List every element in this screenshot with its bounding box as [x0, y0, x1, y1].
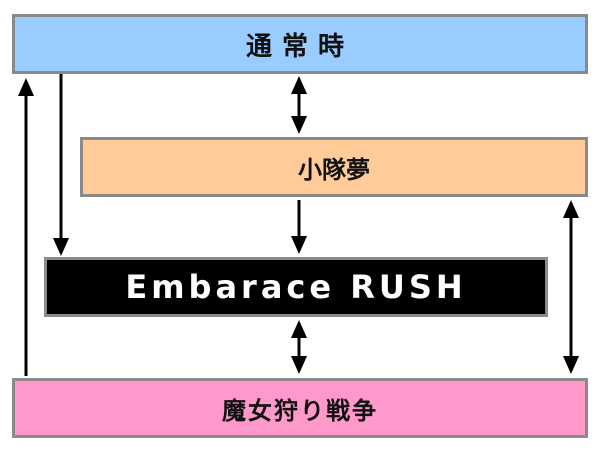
embrace-rush-box: Embarace RUSH — [44, 257, 548, 317]
embrace-rush-label: Embarace RUSH — [125, 268, 467, 306]
witch-hunt-box: 魔女狩り戦争 — [12, 378, 588, 438]
arrow-normal-to-rush — [53, 74, 69, 256]
normal-state-label: 通常時 — [245, 31, 354, 62]
arrow-rush-witch-hunt — [291, 320, 307, 374]
arrow-team-dream-to-rush — [291, 200, 307, 254]
arrow-normal-team-dream — [291, 76, 307, 134]
arrow-witch-hunt-to-normal — [18, 78, 34, 376]
witch-hunt-label: 魔女狩り戦争 — [222, 396, 378, 425]
team-dream-box: 小隊夢 — [80, 137, 588, 197]
arrow-team-dream-witch-hunt — [563, 200, 579, 374]
team-dream-label: 小隊夢 — [298, 155, 370, 184]
normal-state-box: 通常時 — [12, 14, 588, 74]
